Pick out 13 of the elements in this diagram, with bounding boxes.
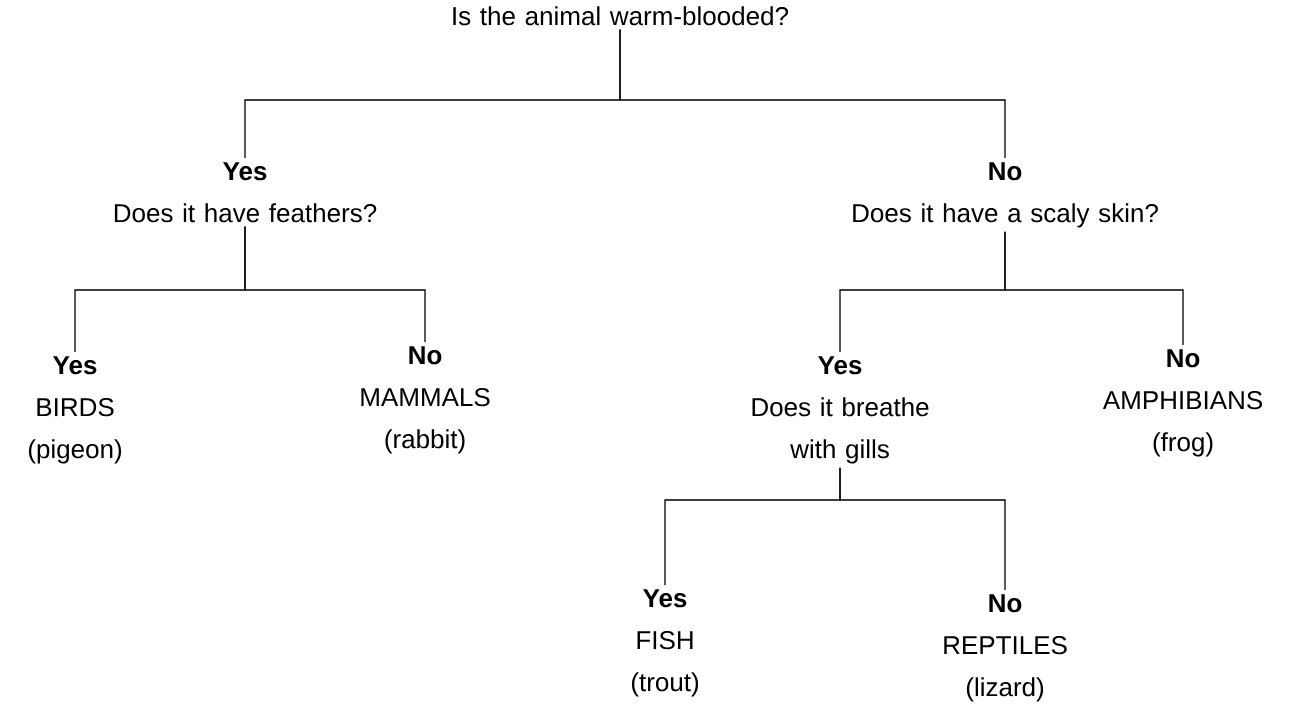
answer-text: No MAMMALS (rabbit) — [361, 346, 490, 454]
answer-question-text: Yes Does it breathe with gills — [752, 356, 929, 464]
answer-question-text: No Does it have a scaly skin? — [853, 162, 1158, 228]
tree-line — [619, 28, 1006, 159]
answer-text: No AMPHIBIANS (frog) — [1102, 349, 1262, 457]
answer-text: Yes FISH (trout) — [631, 589, 699, 697]
tree-line — [839, 467, 1006, 591]
answer-question-text: Yes Does it have feathers? — [114, 162, 377, 223]
question-text: Is the animal warm-blooded? — [453, 6, 789, 26]
tree-line — [244, 225, 426, 343]
answer-text: No REPTILES (lizard) — [944, 594, 1067, 702]
tree-line — [1004, 231, 1184, 346]
answer-text: Yes BIRDS (pigeon) — [28, 356, 122, 464]
